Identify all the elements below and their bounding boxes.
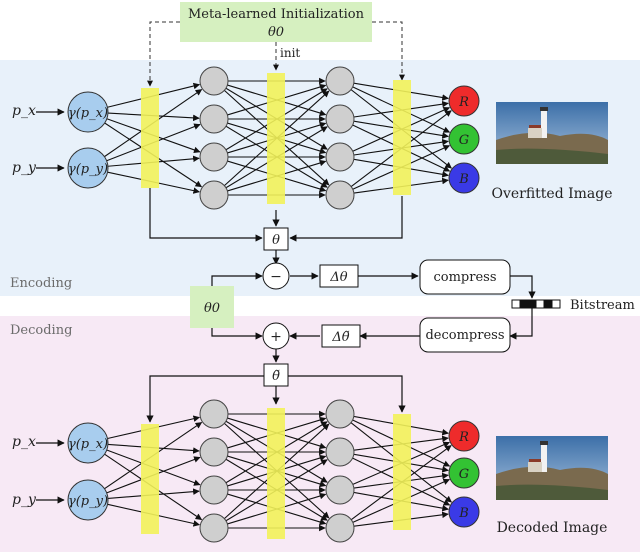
hidden-neuron-dec xyxy=(325,475,355,505)
theta-label: θ xyxy=(272,233,280,248)
delta-theta-tilde-box xyxy=(321,324,361,348)
output-label-enc: B xyxy=(458,172,469,187)
decompress-box[interactable] xyxy=(419,317,511,353)
hidden-neuron-enc xyxy=(199,180,229,210)
encoding-flow-lines xyxy=(149,188,536,299)
delta-theta-label: Δθ xyxy=(329,270,347,285)
input-px-bot: p_x xyxy=(12,434,36,450)
output-node-dec xyxy=(448,496,480,528)
hidden-neuron-enc xyxy=(199,104,229,134)
hidden-neuron-dec xyxy=(325,437,355,467)
compress-label: compress xyxy=(433,270,496,285)
input-px-top: p_x xyxy=(12,103,36,119)
hidden-neuron-enc xyxy=(325,142,355,172)
input-node-dec xyxy=(67,422,109,464)
meta-init-theta: θ0 xyxy=(268,25,284,40)
decoding-background xyxy=(0,316,640,552)
plus-label: + xyxy=(270,329,282,345)
bitstream-label: Bitstream xyxy=(570,298,635,313)
hidden-neuron-dec xyxy=(199,475,229,505)
input-node-enc xyxy=(67,91,109,133)
output-node-enc xyxy=(448,162,480,194)
hidden-neuron-dec xyxy=(325,399,355,429)
input-node-label-dec: γ(p_x) xyxy=(68,437,108,452)
bitstream-icon xyxy=(511,299,561,309)
overfitted-image-caption: Overfitted Image xyxy=(491,186,612,202)
hidden-neuron-enc xyxy=(199,66,229,96)
hidden-neuron-dec xyxy=(325,513,355,543)
input-node-label-dec: γ(p_y) xyxy=(68,494,108,509)
decoding-flow-lines xyxy=(146,308,533,423)
decoded-image-caption: Decoded Image xyxy=(497,520,608,536)
output-label-dec: R xyxy=(458,430,469,445)
decoded-image xyxy=(496,436,608,500)
hidden-neuron-enc xyxy=(325,180,355,210)
theta0-side-box xyxy=(190,286,234,328)
theta-box xyxy=(263,227,289,251)
compress-box[interactable] xyxy=(419,259,511,295)
delta-theta-box xyxy=(319,264,359,288)
overfitted-image xyxy=(496,102,608,164)
hidden-neuron-enc xyxy=(325,66,355,96)
input-node-enc xyxy=(67,147,109,189)
decoding-section-label: Decoding xyxy=(10,323,72,338)
input-node-label-enc: γ(p_y) xyxy=(68,162,108,177)
minus-label: − xyxy=(270,269,282,285)
hidden-neuron-enc xyxy=(199,142,229,172)
theta0-side-label: θ0 xyxy=(204,301,220,316)
hidden-neuron-dec xyxy=(199,437,229,467)
hidden-neuron-dec xyxy=(199,399,229,429)
output-node-enc xyxy=(448,85,480,117)
output-label-dec: B xyxy=(458,506,469,521)
hidden-neuron-dec xyxy=(199,513,229,543)
input-arrows xyxy=(36,108,65,504)
output-node-dec xyxy=(448,420,480,452)
input-node-label-enc: γ(p_x) xyxy=(68,106,108,121)
theta-tilde-label: θ̃ xyxy=(272,369,280,384)
yellow-weight-bars xyxy=(141,73,411,539)
output-node-enc xyxy=(448,123,480,155)
plus-node xyxy=(262,322,290,350)
meta-init-dashed-arrows xyxy=(147,21,405,87)
input-py-top: p_y xyxy=(12,160,37,176)
input-node-dec xyxy=(67,479,109,521)
output-label-enc: R xyxy=(458,95,469,110)
delta-theta-tilde-label: Δθ̃ xyxy=(331,330,349,345)
minus-node xyxy=(262,262,290,290)
output-node-dec xyxy=(448,457,480,489)
network-nodes: γ(p_x) γ(p_y) R G Bγ(p_x) γ(p_y) R G B xyxy=(67,66,480,543)
meta-init-box xyxy=(180,2,372,42)
theta-tilde-box xyxy=(263,363,289,387)
input-py-bot: p_y xyxy=(12,492,37,508)
hidden-neuron-enc xyxy=(325,104,355,134)
output-label-dec: G xyxy=(459,467,469,482)
encoding-section-label: Encoding xyxy=(10,276,72,291)
init-label: init xyxy=(280,46,300,60)
decompress-label: decompress xyxy=(425,328,504,343)
meta-init-title: Meta-learned Initialization xyxy=(188,7,365,22)
output-label-enc: G xyxy=(459,133,469,148)
